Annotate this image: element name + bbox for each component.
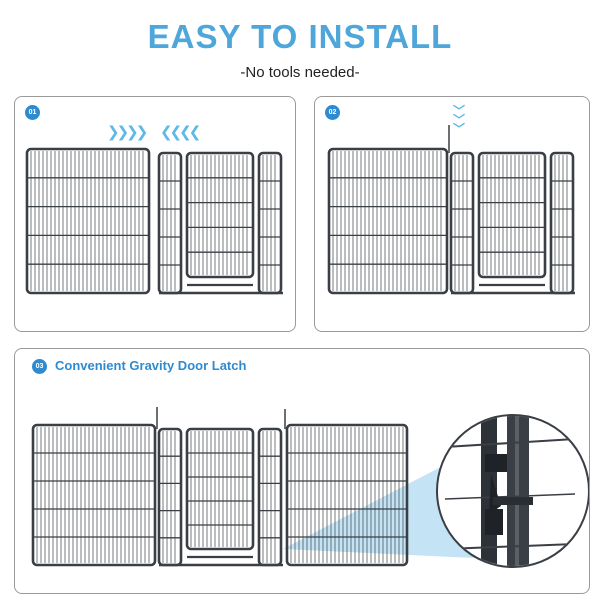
- fence-door-unit-door: [477, 151, 547, 279]
- step-badge-1: 01: [25, 105, 40, 120]
- step-badge-2: 02: [325, 105, 340, 120]
- magnifier-detail-icon: [436, 414, 589, 568]
- fence-panels-separated-image: [25, 147, 283, 295]
- chevrons-left-icon: ❮❮❮❮: [160, 124, 201, 141]
- page-title: EASY TO INSTALL: [147, 18, 453, 55]
- fence-door-unit: [157, 151, 283, 295]
- fence-door-unit: [449, 151, 575, 295]
- fence-panel-left: [327, 147, 449, 295]
- page-subtitle: -No tools needed-: [240, 64, 360, 81]
- chevrons-right-icon: ❯❯❯❯: [107, 124, 148, 141]
- fence-door-unit-right-post: [549, 151, 575, 295]
- fence-panel-left: [31, 423, 157, 567]
- fence-assembled-with-latch-image: [31, 407, 589, 568]
- fence-panels-joined-image: [327, 125, 575, 295]
- step-panel-3: 03 Convenient Gravity Door Latch: [14, 348, 590, 594]
- chevrons-down-icon: ﹀﹀﹀: [453, 104, 466, 136]
- latch-feature-label: Convenient Gravity Door Latch: [55, 358, 247, 373]
- fence-door-unit-left-post: [449, 151, 475, 295]
- step-panel-2: 02 ﹀﹀﹀: [314, 96, 590, 332]
- fence-door-unit-left-post: [157, 427, 183, 567]
- step-badge-3: 03: [32, 359, 47, 374]
- fence-door-unit-right-post: [257, 151, 283, 295]
- step-panel-1: 01 ❯❯❯❯ ❮❮❮❮: [14, 96, 296, 332]
- fence-door-unit: [157, 427, 283, 567]
- fence-door-unit-door: [185, 427, 255, 551]
- fence-door-unit-left-post: [157, 151, 183, 295]
- fence-door-unit-right-post: [257, 427, 283, 567]
- fence-panel-right: [285, 423, 409, 567]
- fence-panel-left: [25, 147, 151, 295]
- fence-door-unit-door: [185, 151, 255, 279]
